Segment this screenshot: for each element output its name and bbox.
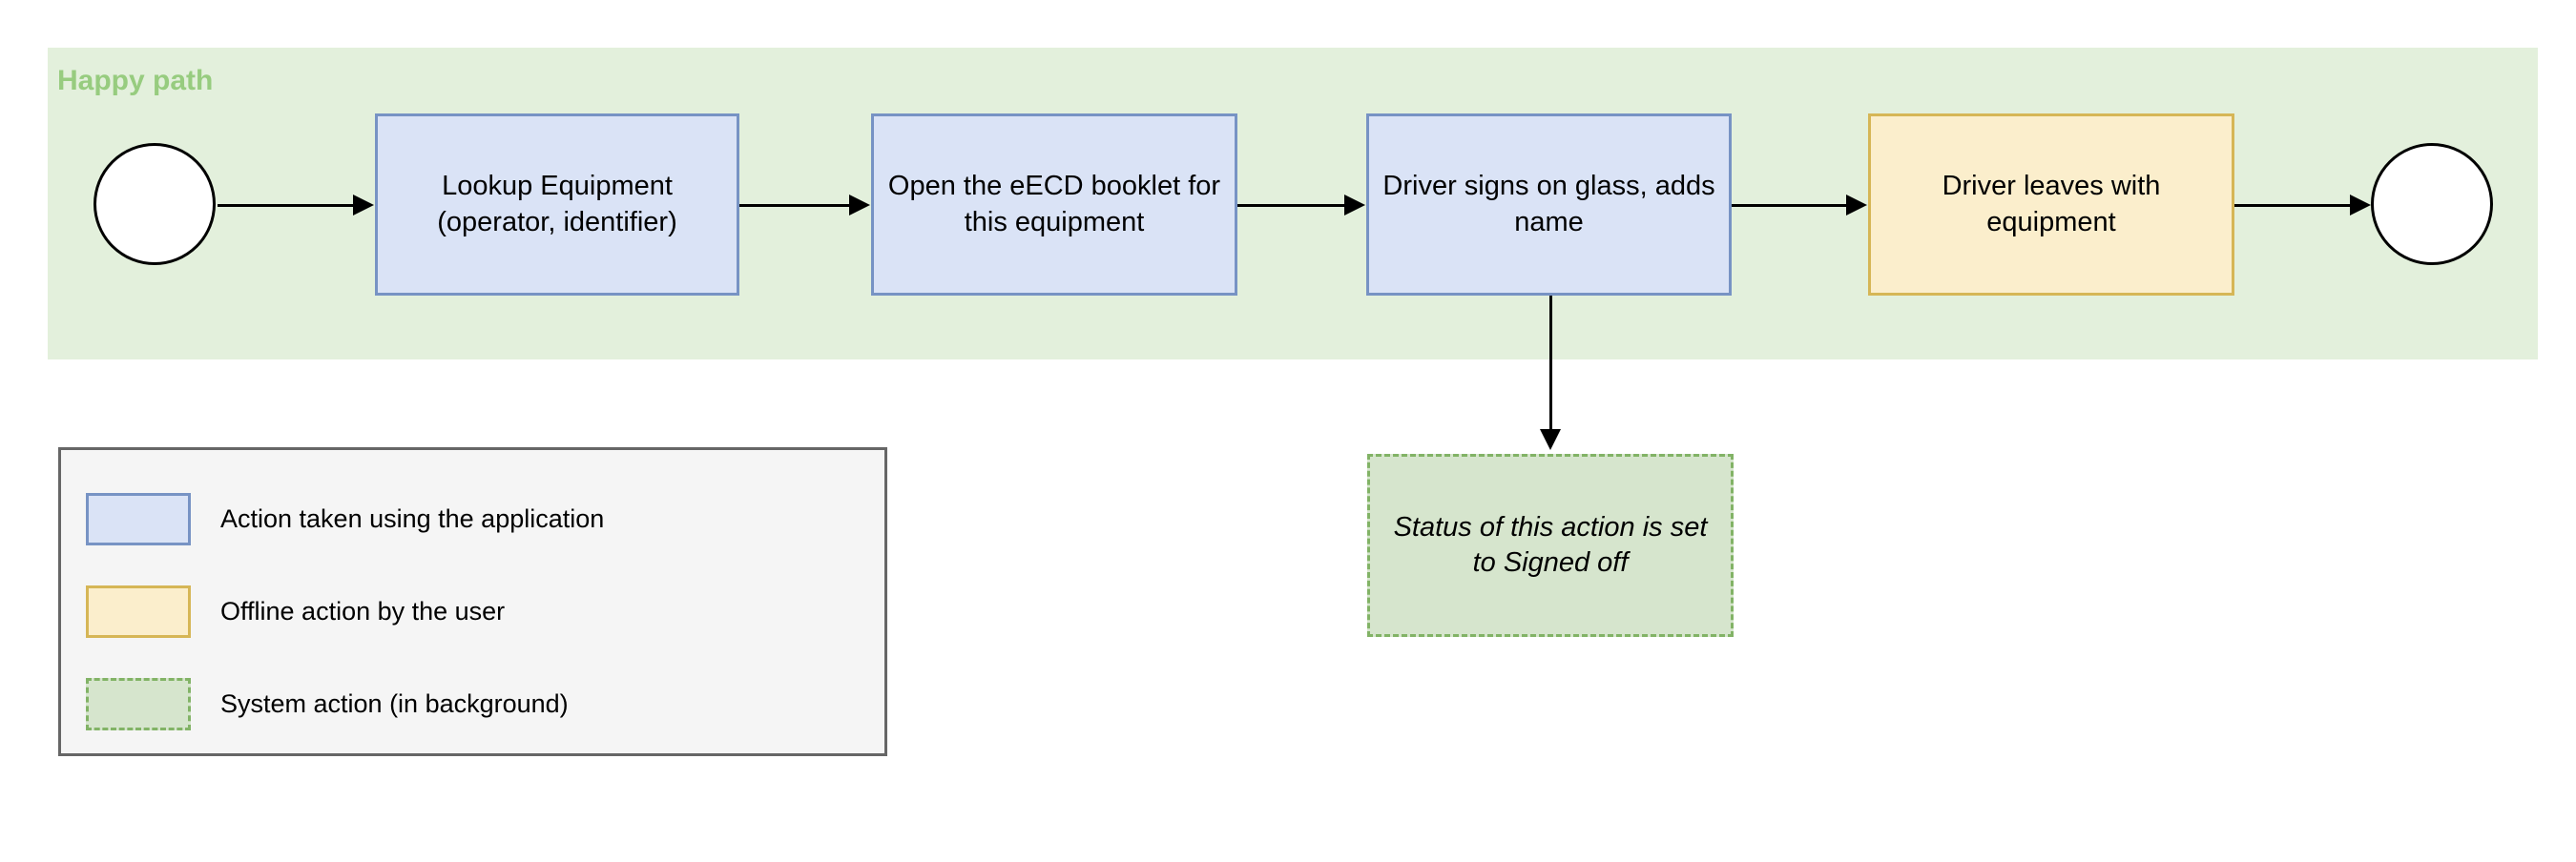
arrowhead-right-icon: [849, 195, 870, 216]
legend-label-app-action: Action taken using the application: [220, 504, 605, 533]
connector-open-to-sign: [1237, 204, 1345, 207]
legend-item-system-action: System action (in background): [86, 678, 569, 730]
legend-item-app-action: Action taken using the application: [86, 493, 604, 545]
legend-item-offline-action: Offline action by the user: [86, 585, 505, 638]
legend-swatch-offline-action: [86, 585, 191, 638]
end-terminator-node[interactable]: [2371, 143, 2493, 265]
arrowhead-right-icon: [1846, 195, 1867, 216]
node-status-signed-off[interactable]: Status of this action is set to Signed o…: [1367, 454, 1734, 637]
arrowhead-right-icon: [1344, 195, 1365, 216]
node-driver-signs-on-glass[interactable]: Driver signs on glass, adds name: [1366, 113, 1732, 296]
connector-sign-to-leaves: [1732, 204, 1847, 207]
connector-leaves-to-end: [2234, 204, 2351, 207]
swimlane-title: Happy path: [57, 65, 214, 96]
legend-swatch-system-action: [86, 678, 191, 730]
node-open-eecd-booklet[interactable]: Open the eECD booklet for this equipment: [871, 113, 1237, 296]
node-driver-leaves-with-equipment[interactable]: Driver leaves with equipment: [1868, 113, 2234, 296]
legend-label-system-action: System action (in background): [220, 689, 569, 718]
connector-sign-to-status: [1549, 296, 1552, 431]
legend-panel: Action taken using the application Offli…: [58, 447, 887, 756]
start-terminator-node[interactable]: [93, 143, 216, 265]
legend-swatch-app-action: [86, 493, 191, 545]
connector-lookup-to-open: [739, 204, 850, 207]
arrowhead-down-icon: [1540, 429, 1561, 450]
arrowhead-right-icon: [2350, 195, 2371, 216]
arrowhead-right-icon: [353, 195, 374, 216]
connector-start-to-lookup: [218, 204, 356, 207]
node-lookup-equipment[interactable]: Lookup Equipment (operator, identifier): [375, 113, 739, 296]
legend-label-offline-action: Offline action by the user: [220, 597, 506, 626]
